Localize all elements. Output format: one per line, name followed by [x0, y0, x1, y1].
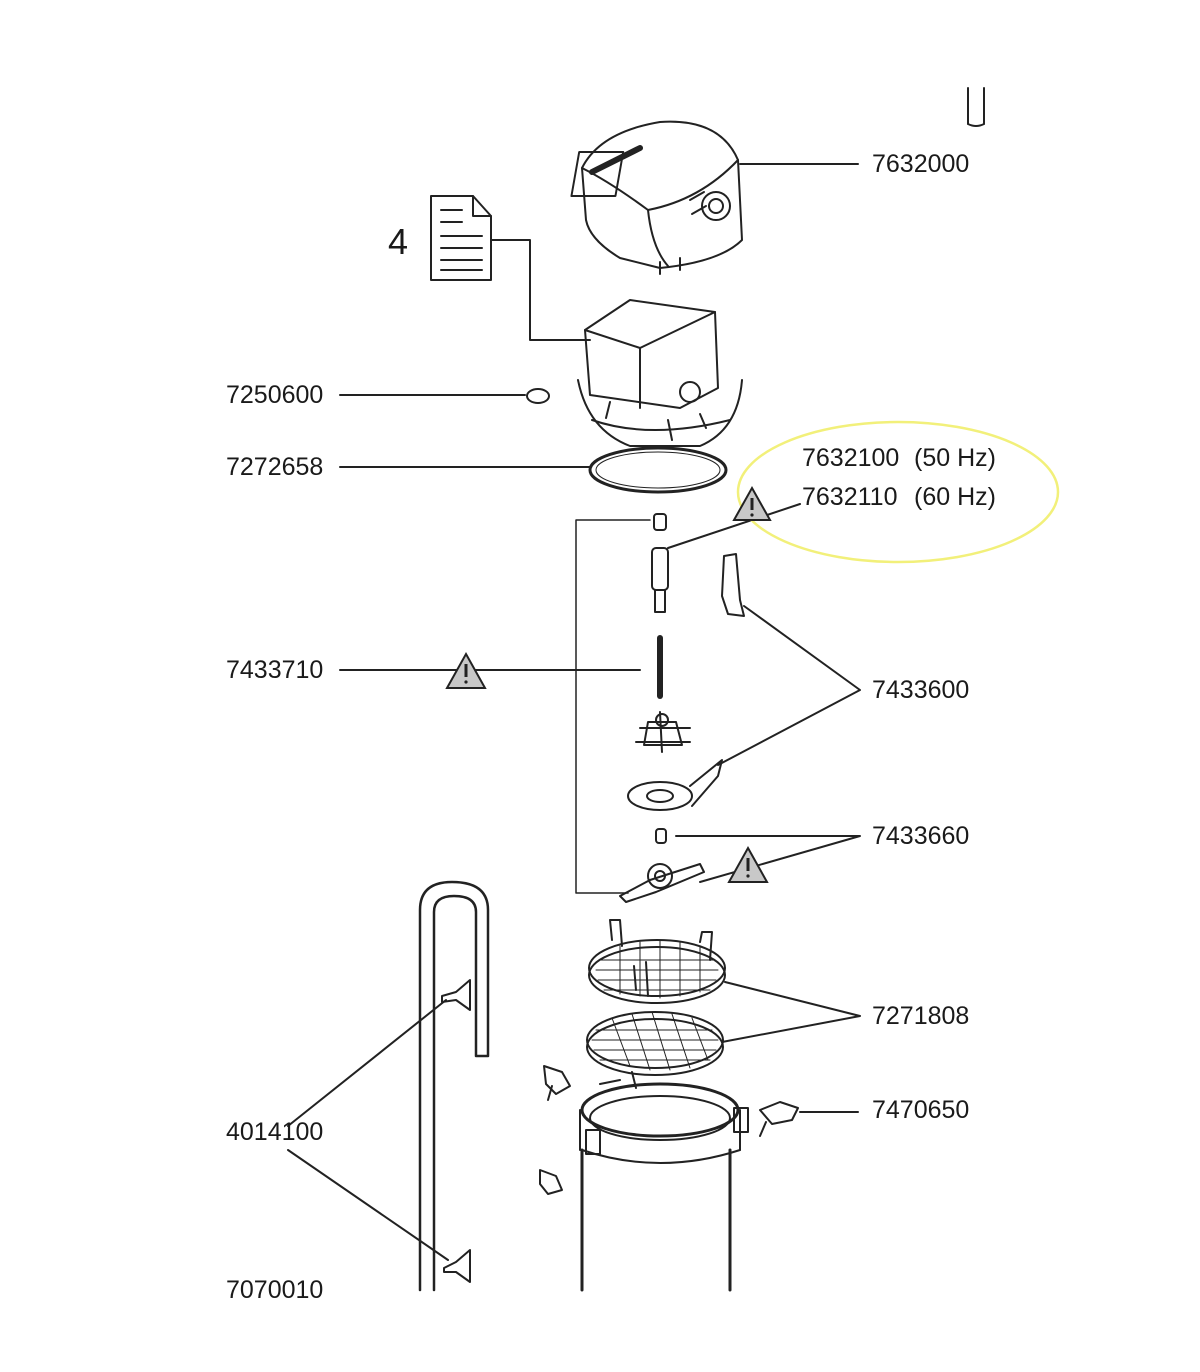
impeller-cover	[627, 759, 723, 811]
warning-triangle-icon	[445, 651, 487, 689]
intake-pipe	[418, 880, 490, 1292]
part-label-7433600: 7433600	[872, 676, 970, 704]
pipe-stub-top	[967, 87, 985, 127]
shaft-assembly	[651, 547, 669, 613]
part-label-7632100: 7632100	[802, 444, 900, 472]
part-label-7632110: 7632110	[802, 483, 898, 511]
suction-cup-lower	[443, 1249, 471, 1283]
part-label-7632100-frequency: (50 Hz)	[914, 444, 996, 472]
part-label-7272658: 7272658	[226, 453, 324, 481]
document-icon	[430, 195, 492, 281]
part-label-7433660: 7433660	[872, 822, 970, 850]
filter-grid-upper-hatch	[595, 939, 719, 999]
part-label-7433710: 7433710	[226, 656, 324, 684]
clip-3	[759, 1101, 799, 1137]
part-label-cropped: 7070010	[226, 1276, 324, 1304]
impeller-group-bracket	[575, 519, 651, 894]
filter-grid-upper	[588, 919, 726, 1004]
bearing-bottom	[655, 828, 667, 844]
impeller	[635, 711, 691, 753]
clip-2	[539, 1169, 563, 1195]
warning-triangle-icon	[732, 485, 772, 521]
seal-ring	[588, 446, 728, 494]
filter-grid-lower-hatch	[591, 1011, 719, 1071]
warning-triangle-icon	[727, 845, 769, 883]
highlight-ellipse	[736, 420, 1060, 564]
document-reference-number: 4	[388, 221, 409, 262]
part-label-7632110-frequency: (60 Hz)	[914, 483, 996, 511]
part-label-7271808: 7271808	[872, 1002, 970, 1030]
clip-1	[543, 1065, 571, 1101]
lower-impeller	[619, 863, 705, 903]
canister-body	[579, 1071, 749, 1292]
part-label-7250600: 7250600	[226, 381, 324, 409]
filter-grid-lower	[586, 1011, 724, 1076]
motor-head-cover	[570, 120, 743, 275]
bypass-valve	[721, 553, 745, 617]
part-label-7632000: 7632000	[872, 150, 970, 178]
bearing-top	[653, 513, 667, 531]
motor-unit	[577, 299, 743, 447]
part-label-7470650: 7470650	[872, 1096, 970, 1124]
part-label-4014100: 4014100	[226, 1118, 324, 1146]
small-o-ring	[526, 388, 550, 404]
document-leader-line	[490, 239, 591, 341]
suction-cup-upper	[441, 979, 471, 1011]
cropped-label-container: 7070010	[220, 1268, 380, 1303]
